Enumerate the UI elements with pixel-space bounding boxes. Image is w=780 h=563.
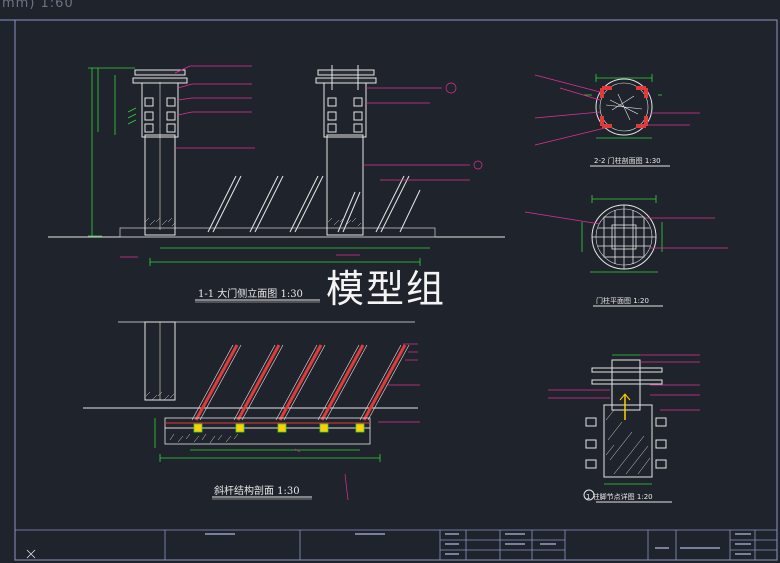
ucs-icon [26,549,36,559]
column-plan [534,74,700,167]
oblique-bar-section-title: 斜杆结构剖面 1:30 [214,484,300,497]
column-base-detail-title: 1 柱脚节点详图 1:20 [586,492,653,501]
sheet-frame [14,19,778,561]
gate-side-elevation-title: 1-1 大门侧立面图 1:30 [198,287,303,300]
column-base-detail [548,354,700,503]
oblique-bar-section [83,321,420,501]
title-block [15,529,777,560]
gate-side-elevation [48,65,505,303]
gate-top-plan [524,195,728,307]
column-plan-title: 2-2 门柱剖面图 1:30 [594,156,661,165]
scale-note: mm) 1:60 [2,0,74,11]
gate-top-plan-title: 门柱平面图 1:20 [596,296,649,305]
watermark-text: 模型组 [326,267,447,311]
